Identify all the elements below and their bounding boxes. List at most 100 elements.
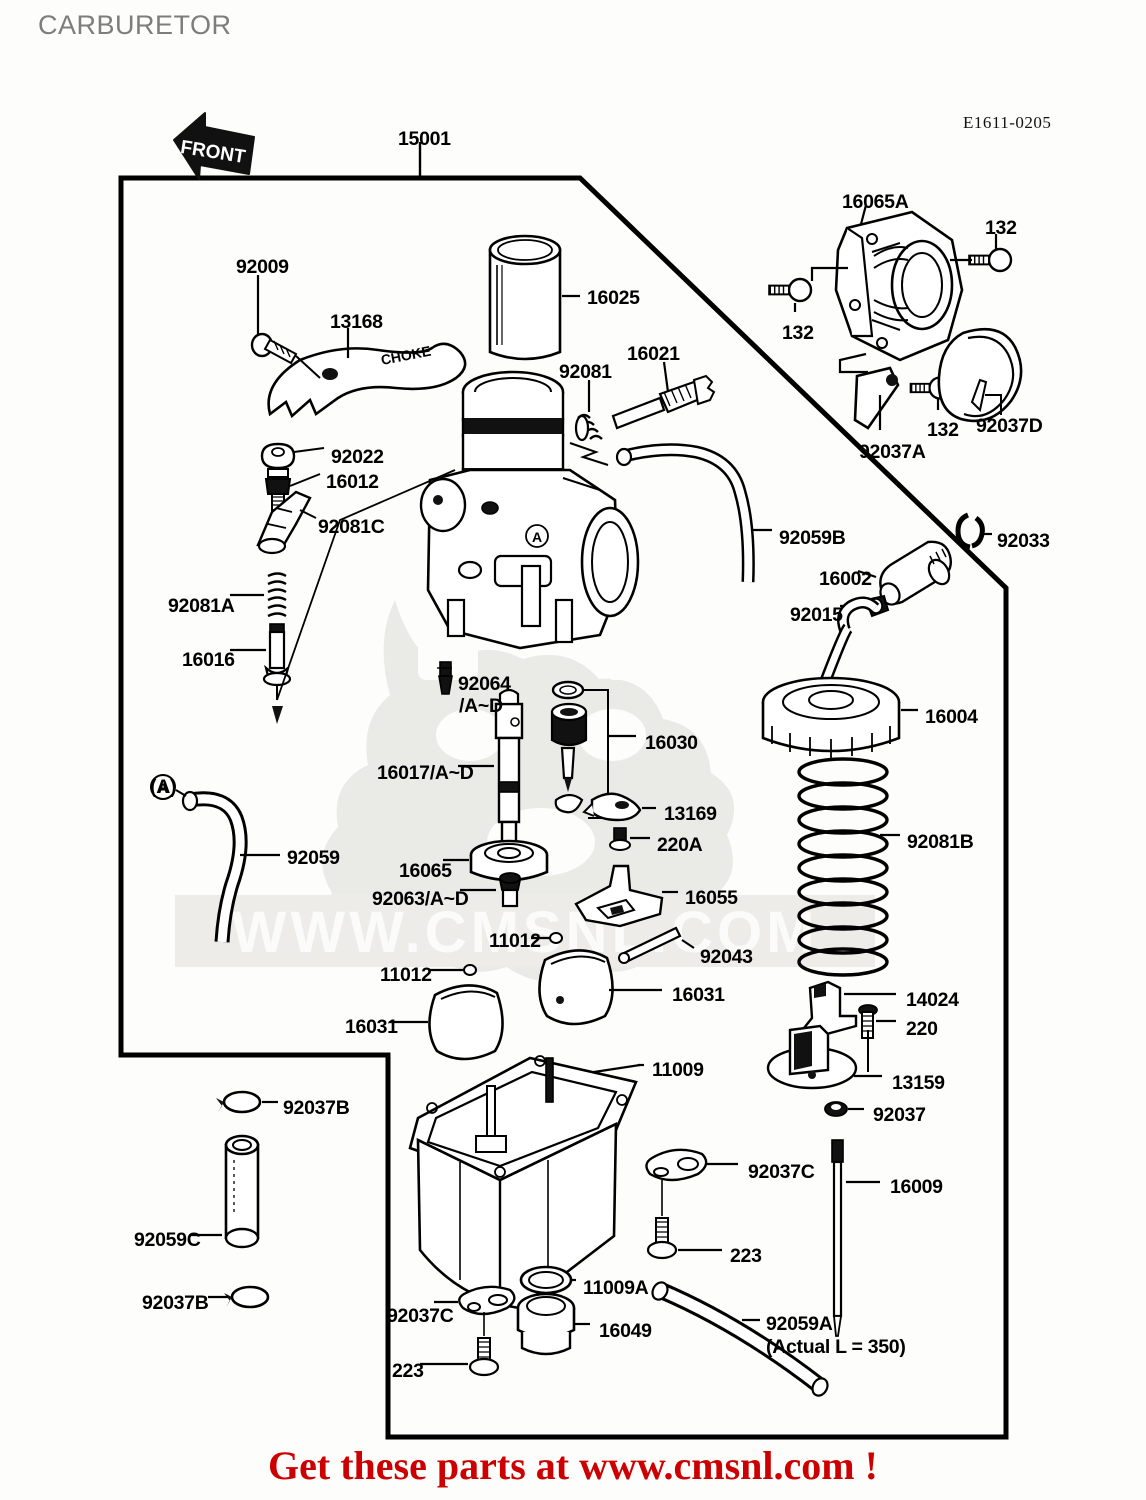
callout-c01: 15001 (398, 128, 451, 150)
callout-c29: 220A (657, 834, 703, 856)
part-11012-pin-lower (430, 964, 477, 976)
callout-c45: 92037B (283, 1097, 350, 1119)
part-92081-spring (574, 380, 603, 442)
drawing-number: E1611-0205 (963, 113, 1052, 132)
callout-c37: 11012 (380, 964, 432, 986)
callout-c12: 92037A (859, 441, 926, 463)
callout-c28: (A) (150, 776, 177, 798)
part-13159-valve-base (766, 1024, 882, 1090)
part-92009-screw (250, 275, 321, 379)
part-13169-lever (582, 792, 656, 822)
part-92037-nut (824, 1101, 864, 1117)
part-92059C-hose (190, 1134, 260, 1249)
callout-c13: 92022 (331, 446, 384, 468)
part-16004-cap (761, 596, 918, 758)
callout-c48: 92059C (134, 1229, 201, 1251)
part-92037C-washer-left (434, 1285, 516, 1316)
callout-c40: 220 (906, 1018, 938, 1040)
callout-c36: 92043 (700, 946, 753, 968)
footer-promo-text: Get these parts at www.cmsnl.com ! (268, 1443, 878, 1488)
callout-c52: 92037C (387, 1305, 454, 1327)
part-16025-cap (488, 234, 580, 361)
part-92022-cap (260, 442, 325, 470)
part-92037A-clamp (838, 352, 900, 430)
part-11009A-oring (519, 1265, 576, 1295)
callout-c07: 13168 (330, 311, 383, 333)
svg-text:A: A (158, 780, 168, 796)
callout-c23: /A~D (459, 695, 503, 717)
part-16065-seat (443, 839, 549, 882)
callout-c21: 16016 (182, 649, 235, 671)
part-223-screw-right (646, 1180, 722, 1260)
callout-c02: 16065A (842, 191, 909, 213)
callout-c25: 16030 (645, 732, 698, 754)
part-92037B-clip-lower (208, 1285, 270, 1309)
callout-c32: 16065 (399, 860, 452, 882)
part-16017-needle-jet (458, 688, 524, 852)
callout-c49: 223 (730, 1245, 762, 1267)
part-11009-float-bowl (408, 1055, 644, 1310)
part-92037D-cap (937, 327, 1023, 423)
part-16031-float-left (390, 984, 504, 1061)
callout-c10: 92037D (976, 415, 1043, 437)
callout-c55: (Actual L = 350) (766, 1336, 906, 1358)
part-92059-hose: A (150, 774, 280, 943)
callout-c20: 92015 (790, 604, 843, 626)
part-92043-pin (618, 926, 695, 964)
part-14024-bracket (802, 980, 896, 1040)
part-16002-fitting (857, 540, 952, 606)
callout-c17: 92033 (997, 530, 1050, 552)
callout-c08: 16021 (627, 343, 680, 365)
part-223-screw-left (420, 1312, 500, 1377)
callout-c47: 16009 (890, 1176, 943, 1198)
callout-c42: 13159 (892, 1072, 945, 1094)
part-220-screw (858, 1004, 896, 1039)
diagram-frame-border (118, 175, 1009, 1440)
callout-c34: 92063/A~D (372, 888, 469, 910)
page-title: CARBURETOR (38, 10, 232, 40)
callout-c39: 16031 (672, 984, 725, 1006)
callout-c27: 13169 (664, 803, 717, 825)
part-220A-screw (609, 827, 650, 851)
callout-c35: 11012 (489, 930, 541, 952)
callout-c11: 132 (927, 419, 959, 441)
part-92081A-spring (230, 572, 287, 618)
part-92059B-hose (569, 442, 772, 583)
callout-c56: 223 (392, 1360, 424, 1382)
part-92081C-spring-plate (256, 490, 317, 555)
callout-c53: 16049 (599, 1320, 652, 1342)
part-92037C-washer-right (645, 1148, 738, 1182)
callout-c43: 11009 (652, 1059, 704, 1081)
callout-c26: 16017/A~D (377, 762, 474, 784)
callout-c16: 92059B (779, 527, 846, 549)
part-16049-drain-plug (516, 1292, 590, 1356)
part-16009-needle (831, 1139, 880, 1337)
part-92037B-clip-upper (216, 1090, 278, 1114)
cms-watermark: WWW.CMSNL.COM (175, 600, 875, 982)
part-92059A-hose (651, 1281, 829, 1397)
callout-c15: 92081C (318, 516, 385, 538)
callout-c33: 16055 (685, 887, 738, 909)
callout-c09: 92081 (559, 361, 612, 383)
front-direction-arrow: FRONT (173, 112, 255, 180)
exploded-parts-diagram: WWW.CMSNL.COM FRONT (118, 112, 1023, 1440)
callout-c19: 92081A (168, 595, 235, 617)
callout-c03: 132 (985, 217, 1017, 239)
diagram-canvas: WWW.CMSNL.COM FRONT (118, 112, 1023, 1440)
callout-c51: 92037B (142, 1292, 209, 1314)
part-16031-float-right (538, 949, 662, 1026)
svg-text:A: A (532, 529, 542, 545)
callout-c38: 14024 (906, 989, 959, 1011)
callout-c50: 11009A (583, 1277, 649, 1299)
callout-c06: 132 (782, 322, 814, 344)
part-92064-jet (437, 661, 453, 695)
callout-c18: 16002 (819, 568, 872, 590)
part-15001-carburetor-body: A (419, 370, 640, 650)
callout-c05: 16025 (587, 287, 640, 309)
callout-c04: 92009 (236, 256, 289, 278)
callout-c30: 92081B (907, 831, 974, 853)
part-92063-jet (460, 872, 522, 908)
callout-c14: 16012 (326, 471, 379, 493)
callout-c31: 92059 (287, 847, 340, 869)
part-16021-idle-screw (611, 361, 716, 430)
